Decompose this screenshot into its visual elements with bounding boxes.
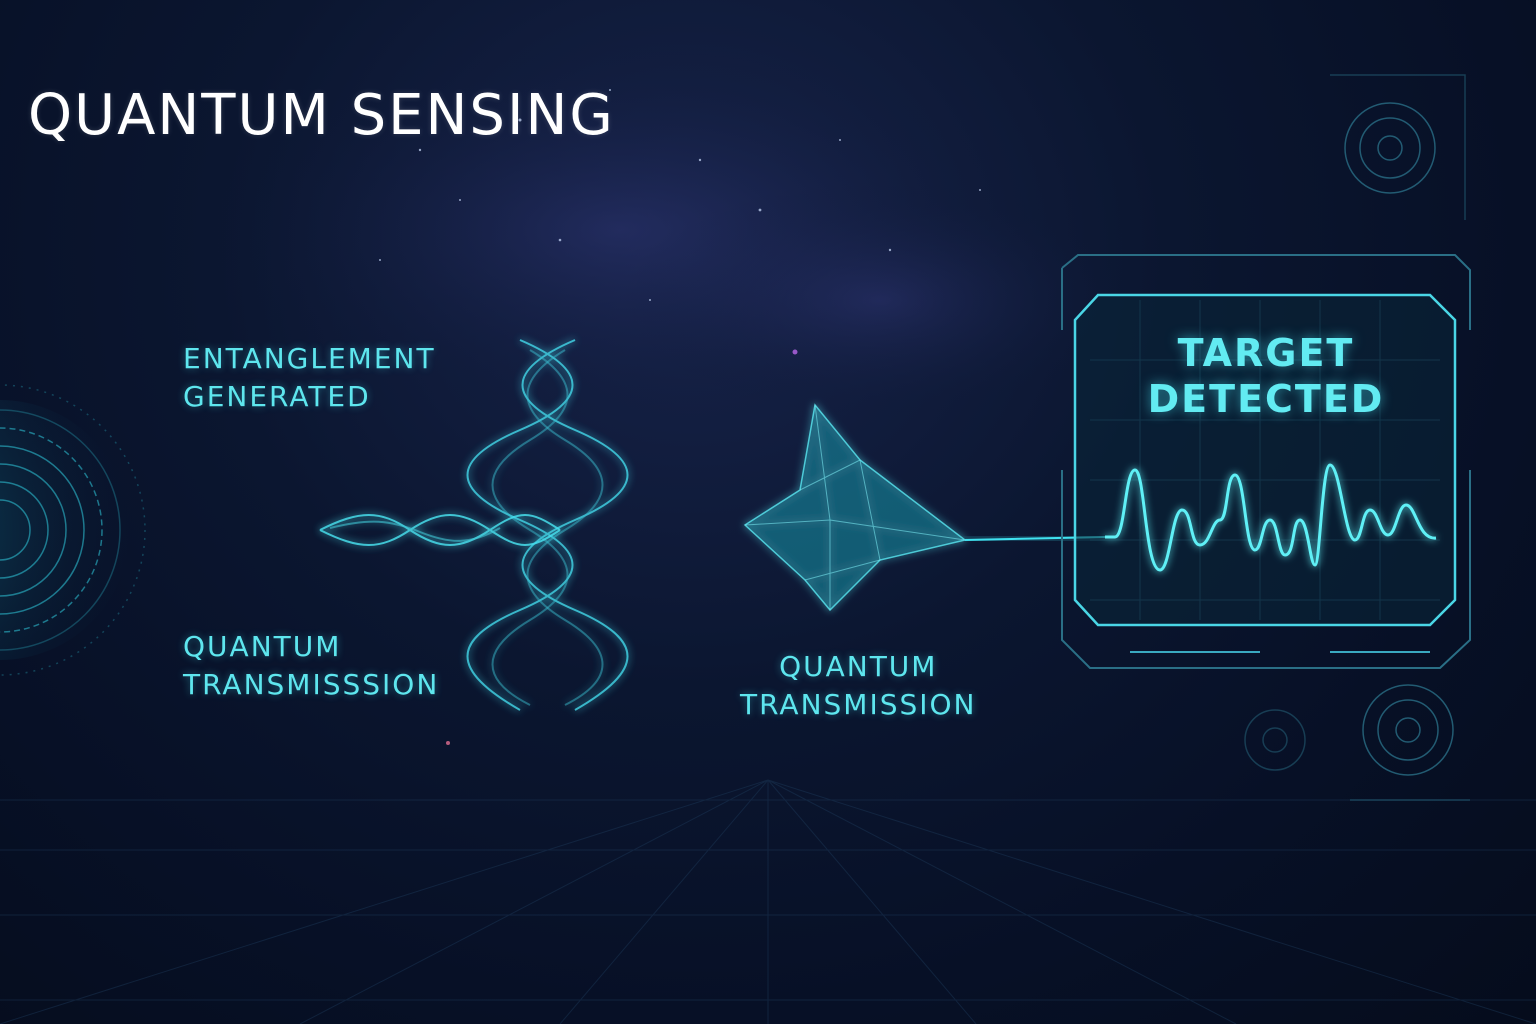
transmission-right-line-1: QUANTUM [779,650,938,683]
page-title: QUANTUM SENSING [28,83,615,148]
entanglement-label-line-2: GENERATED [183,380,371,413]
monitor-title-line-2: DETECTED [1147,377,1385,421]
grid-floor [0,779,1536,1024]
target-object-icon [743,403,967,612]
transmission-label-right: QUANTUM TRANSMISSION [740,648,977,724]
starfield-background [200,40,1140,745]
detection-monitor [1061,254,1471,669]
entanglement-label-line-1: ENTANGLEMENT [183,342,436,375]
monitor-title: TARGET DETECTED [1096,330,1436,422]
transmission-right-line-2: TRANSMISSION [740,688,977,721]
entanglement-label: ENTANGLEMENT GENERATED [183,340,436,416]
transmission-left-line-2: TRANSMISSSION [183,668,440,701]
transmission-label-left: QUANTUM TRANSMISSSION [183,628,439,704]
signal-waveform-icon [1105,463,1437,572]
entangled-strands [319,514,561,546]
transmission-left-line-1: QUANTUM [183,630,342,663]
monitor-title-line-1: TARGET [1177,331,1355,375]
helix-icon [466,339,629,711]
hud-dial-icon [1244,74,1470,801]
